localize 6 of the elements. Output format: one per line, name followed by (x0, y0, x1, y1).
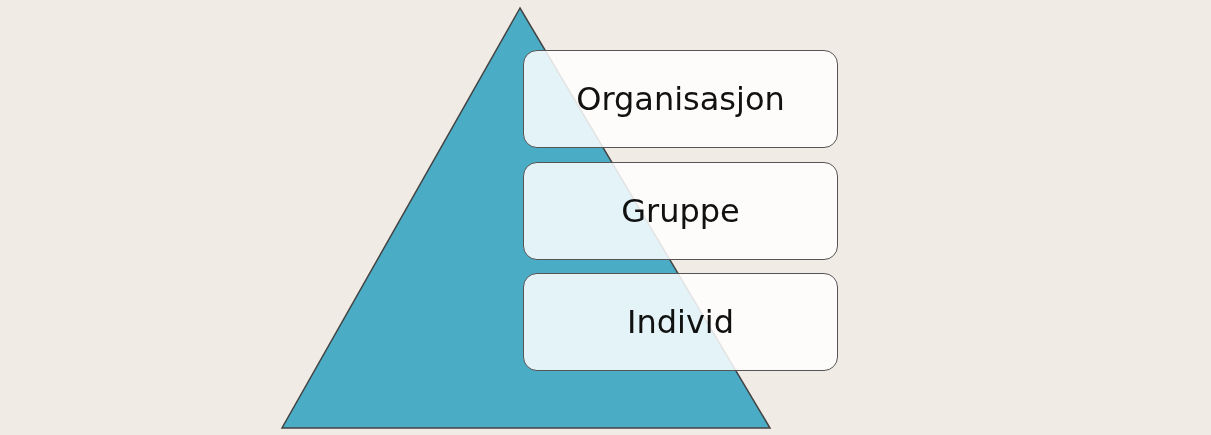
level-label: Individ (626, 303, 735, 341)
level-box (523, 162, 838, 260)
level-box (523, 273, 838, 371)
level-label: Gruppe (621, 192, 740, 230)
level-label: Organisasjon (576, 80, 785, 118)
level-box (523, 50, 838, 148)
